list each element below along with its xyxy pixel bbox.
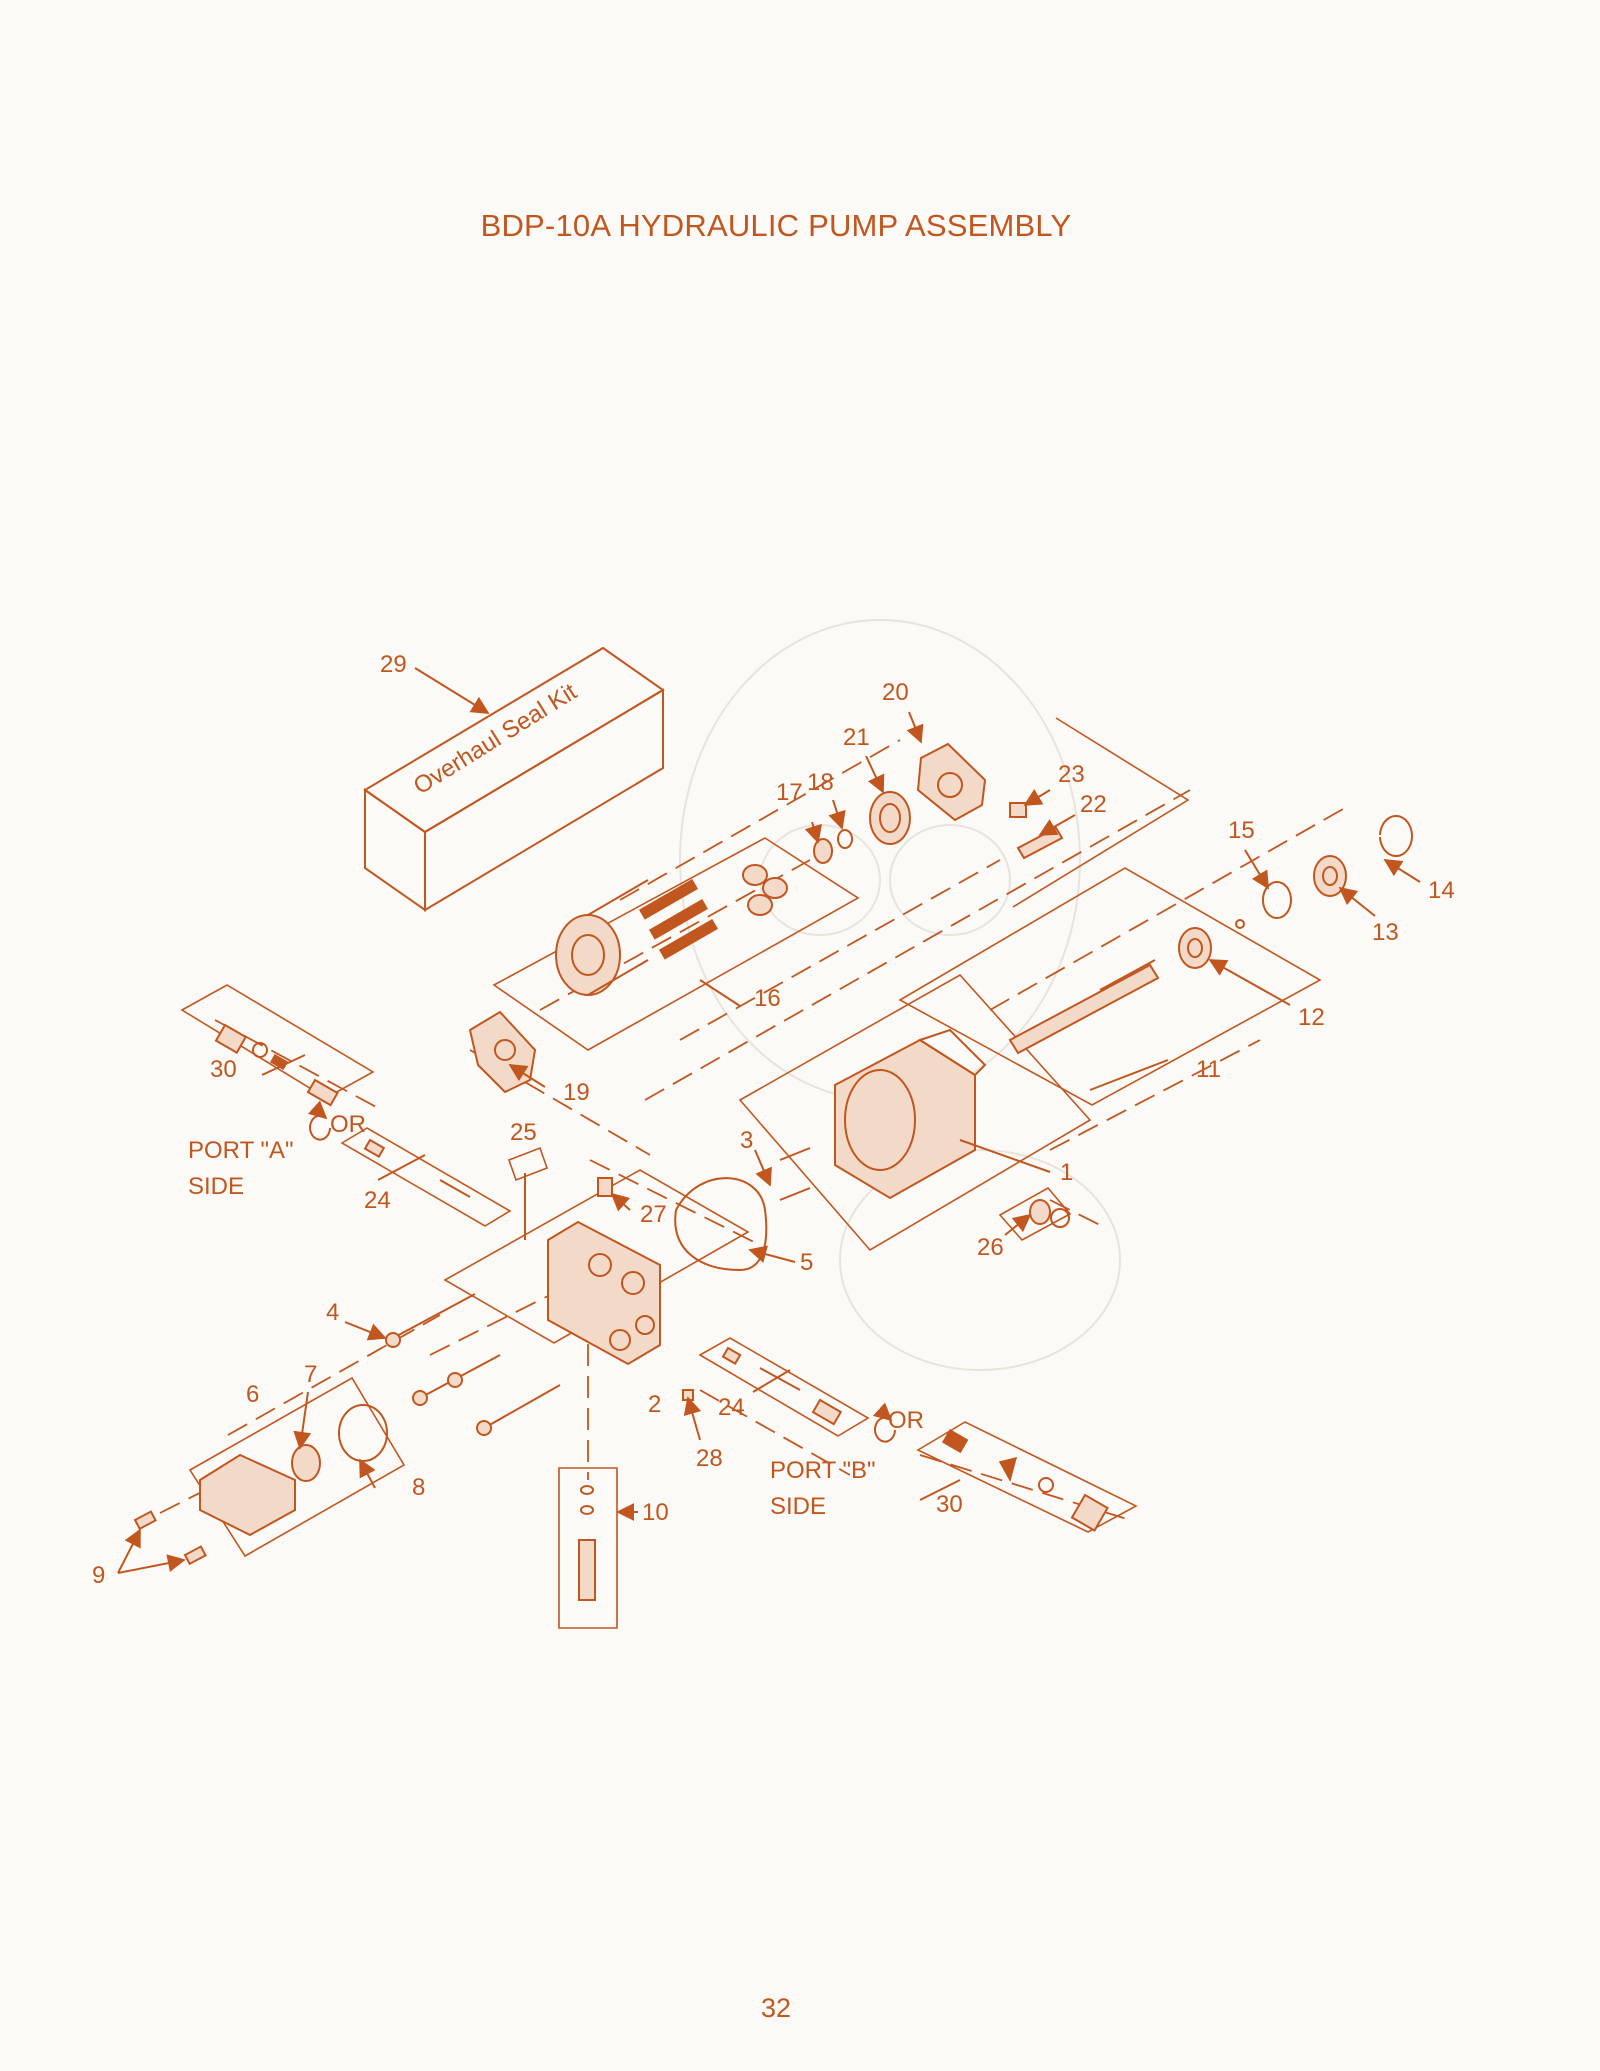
part-27-screw <box>597 1177 613 1197</box>
callout-labels: 29 20 21 18 17 23 22 15 14 13 12 16 11 1… <box>92 651 1455 1589</box>
callout-29: 29 <box>380 651 407 678</box>
part-10-valve-cartridge <box>578 1485 596 1601</box>
rotation-symbols <box>307 1100 896 1443</box>
callout-22: 22 <box>1080 791 1107 818</box>
part-26-ring <box>1029 1199 1070 1228</box>
part-22-23-pin <box>1009 802 1064 860</box>
callout-24a: 24 <box>364 1187 391 1214</box>
part-19-port-plate <box>468 1010 537 1094</box>
callout-20: 20 <box>882 679 909 706</box>
port-a-valve-parts <box>214 1023 471 1198</box>
callout-28: 28 <box>696 1445 723 1472</box>
callout-6: 6 <box>246 1381 259 1408</box>
callout-2: 2 <box>648 1391 661 1418</box>
background-watermark <box>679 619 1121 1371</box>
part-1-housing <box>834 1028 987 1200</box>
part-2-valve-block <box>547 1220 661 1366</box>
seal-kit-box: Overhaul Seal Kit <box>363 646 665 912</box>
port-b-side-label: OR PORT "B" SIDE <box>770 1407 924 1520</box>
leader-arrows <box>117 667 1421 1574</box>
callout-18: 18 <box>807 769 834 796</box>
port-b-line1: PORT "B" <box>770 1457 876 1484</box>
callout-17: 17 <box>776 779 803 806</box>
callout-11: 11 <box>1196 1056 1221 1083</box>
callout-27: 27 <box>640 1201 667 1228</box>
part-12-15-bearings <box>1178 815 1413 969</box>
callout-21: 21 <box>843 724 870 751</box>
port-a-side-label: OR PORT "A" SIDE <box>188 1111 366 1200</box>
callout-16: 16 <box>754 985 781 1012</box>
part-6-8-end-cover <box>199 1404 388 1537</box>
part-5-gasket <box>674 1177 768 1272</box>
seal-kit-label: Overhaul Seal Kit <box>409 678 582 800</box>
part-9-screws <box>133 1510 207 1566</box>
callout-3: 3 <box>740 1127 753 1154</box>
callout-10: 10 <box>642 1499 669 1526</box>
part-4-bolts <box>385 1293 561 1436</box>
part-3-pins <box>779 1147 811 1201</box>
part-11-shaft <box>1008 959 1160 1055</box>
part-16-rotating-group <box>555 864 788 996</box>
callout-19: 19 <box>563 1079 590 1106</box>
page-title: BDP-10A HYDRAULIC PUMP ASSEMBLY <box>480 208 1072 243</box>
callout-23: 23 <box>1058 761 1085 788</box>
group-frames <box>180 717 1322 1629</box>
callout-8: 8 <box>412 1474 425 1501</box>
callout-7: 7 <box>304 1361 317 1388</box>
callout-1: 1 <box>1060 1159 1073 1186</box>
callout-25: 25 <box>510 1119 537 1146</box>
port-a-line2: SIDE <box>188 1173 244 1200</box>
callout-12: 12 <box>1298 1004 1325 1031</box>
port-b-or: OR <box>888 1407 924 1434</box>
port-b-line2: SIDE <box>770 1493 826 1520</box>
callout-5: 5 <box>800 1249 813 1276</box>
part-17-18-rings <box>813 829 853 864</box>
callout-30b: 30 <box>936 1491 963 1518</box>
page-number: 32 <box>760 1993 792 2023</box>
callout-15: 15 <box>1228 817 1255 844</box>
port-a-or: OR <box>330 1111 366 1138</box>
port-a-line1: PORT "A" <box>188 1137 294 1164</box>
part-20-swashplate <box>916 742 987 822</box>
callout-9: 9 <box>92 1562 105 1589</box>
callout-24b: 24 <box>718 1394 745 1421</box>
port-b-valve-parts <box>682 1346 1109 1532</box>
callout-4: 4 <box>326 1299 339 1326</box>
callout-14: 14 <box>1428 877 1455 904</box>
callout-26: 26 <box>977 1234 1004 1261</box>
callout-13: 13 <box>1372 919 1399 946</box>
callout-30a: 30 <box>210 1056 237 1083</box>
part-21-bearing <box>869 791 911 845</box>
